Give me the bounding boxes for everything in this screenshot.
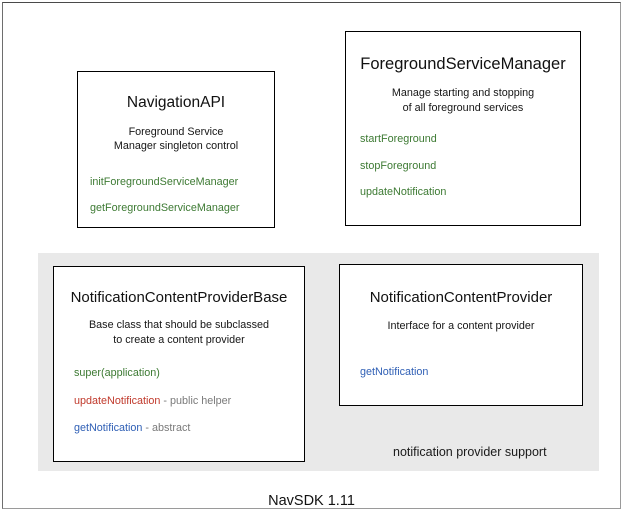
class-desc-line: to create a content provider [113,333,245,346]
member-name: getNotification [360,365,429,378]
class-desc-foreground-service-manager: Manage starting and stopping of all fore… [346,86,580,115]
member-name: updateNotification [360,186,447,199]
member-name: super(application) [74,367,160,380]
member-note: - public helper [160,394,232,407]
class-desc-line: Foreground Service [128,125,224,138]
class-desc-line: Interface for a content provider [387,320,535,333]
member-row[interactable]: getForegroundServiceManager [90,202,274,215]
class-desc-line: Base class that should be subclassed [88,319,270,332]
member-name: updateNotification [74,394,161,407]
notification-provider-support-label: notification provider support [393,445,547,459]
class-desc-line: Manage starting and stopping [391,86,535,99]
footer-caption: NavSDK 1.11 [268,493,355,509]
member-row[interactable]: startForeground [360,133,580,146]
slide-frame: notification provider support Navigation… [2,2,621,509]
member-name: getForegroundServiceManager [90,202,240,215]
member-name: getNotification [74,422,143,435]
class-desc-line: of all foreground services [402,101,524,114]
member-note: - abstract [142,422,191,435]
member-row[interactable]: super(application) [74,367,304,380]
member-list-notification-content-provider: getNotification [340,366,582,379]
class-box-notification-content-provider-base[interactable]: NotificationContentProviderBase Base cla… [53,266,305,462]
class-desc-line: Manager singleton control [113,140,239,153]
member-row[interactable]: getNotification [360,366,582,379]
class-title-navigation-api: NavigationAPI [126,94,226,111]
member-row[interactable]: updateNotification [360,186,580,199]
class-desc-navigation-api: Foreground Service Manager singleton con… [78,125,274,154]
member-row[interactable]: initForegroundServiceManager [90,176,274,189]
class-box-notification-content-provider[interactable]: NotificationContentProvider Interface fo… [339,264,583,406]
member-row[interactable]: stopForeground [360,160,580,173]
class-title-notification-content-provider: NotificationContentProvider [369,289,553,306]
class-box-navigation-api[interactable]: NavigationAPI Foreground Service Manager… [77,71,275,228]
member-list-navigation-api: initForegroundServiceManager getForegrou… [78,176,274,216]
member-name: startForeground [360,133,437,146]
member-row[interactable]: updateNotification - public helper [74,395,304,408]
class-title-notification-content-provider-base: NotificationContentProviderBase [70,289,288,306]
class-title-foreground-service-manager: ForegroundServiceManager [360,55,566,73]
member-list-notification-content-provider-base: super(application) updateNotification - … [54,367,304,435]
class-box-foreground-service-manager[interactable]: ForegroundServiceManager Manage starting… [345,31,581,226]
member-row[interactable]: getNotification - abstract [74,422,304,435]
class-desc-notification-content-provider-base: Base class that should be subclassed to … [54,318,304,347]
member-name: initForegroundServiceManager [90,175,239,188]
class-desc-notification-content-provider: Interface for a content provider [340,319,582,334]
member-list-foreground-service-manager: startForeground stopForeground updateNot… [346,133,580,199]
member-name: stopForeground [360,159,437,172]
